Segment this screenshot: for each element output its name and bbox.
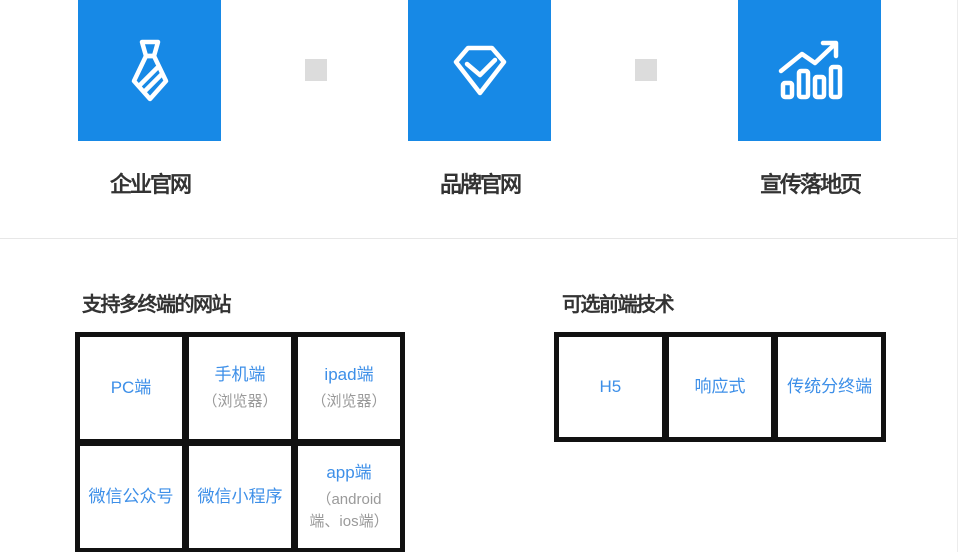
terminal-cell-app: app端 （android端、ios端）	[298, 446, 400, 548]
cell-title: H5	[599, 377, 622, 396]
terminal-cell-mobile: 手机端 （浏览器）	[189, 337, 291, 439]
cell-subtitle: （浏览器）	[202, 393, 278, 410]
showcase-tile-landing	[738, 0, 881, 141]
terminal-cell-ipad: ipad端 （浏览器）	[298, 337, 400, 439]
terminal-cell-wechat-official: 微信公众号	[80, 446, 182, 548]
cell-title: 传统分终端	[787, 377, 873, 396]
showcase-tile-corporate	[78, 0, 221, 141]
diamond-icon	[442, 33, 518, 109]
tech-cell-h5: H5	[559, 337, 662, 437]
page-right-border	[957, 0, 958, 552]
technologies-table: H5 响应式 传统分终端	[554, 332, 886, 442]
cell-title: PC端	[110, 378, 152, 397]
cell-title: ipad端	[324, 365, 374, 384]
showcase-label-landing: 宣传落地页	[759, 172, 862, 197]
showcase-label-brand: 品牌官网	[439, 172, 522, 197]
tech-cell-responsive: 响应式	[668, 337, 772, 437]
section-divider	[0, 238, 957, 239]
tie-icon	[112, 33, 188, 109]
showcase-label-corporate: 企业官网	[109, 172, 192, 197]
terminal-cell-wechat-miniprogram: 微信小程序	[189, 446, 291, 548]
cell-title: 微信小程序	[197, 487, 283, 506]
cell-title: 响应式	[694, 377, 746, 396]
cell-title: 手机端	[214, 365, 266, 384]
connector-square	[635, 59, 657, 81]
cell-title: 微信公众号	[88, 487, 174, 506]
technologies-heading: 可选前端技术	[562, 294, 675, 316]
terminals-table: PC端 手机端 （浏览器） ipad端 （浏览器） 微信公众号 微信小程序 ap…	[75, 332, 405, 552]
showcase-tile-brand	[408, 0, 551, 141]
terminals-heading: 支持多终端的网站	[82, 294, 232, 316]
cell-subtitle: （android端、ios端）	[309, 491, 389, 530]
connector-square	[305, 59, 327, 81]
tech-cell-traditional: 传统分终端	[778, 337, 881, 437]
cell-subtitle: （浏览器）	[311, 393, 387, 410]
cell-title: app端	[326, 463, 372, 482]
chart-icon	[772, 33, 848, 109]
terminal-cell-pc: PC端	[80, 337, 182, 439]
